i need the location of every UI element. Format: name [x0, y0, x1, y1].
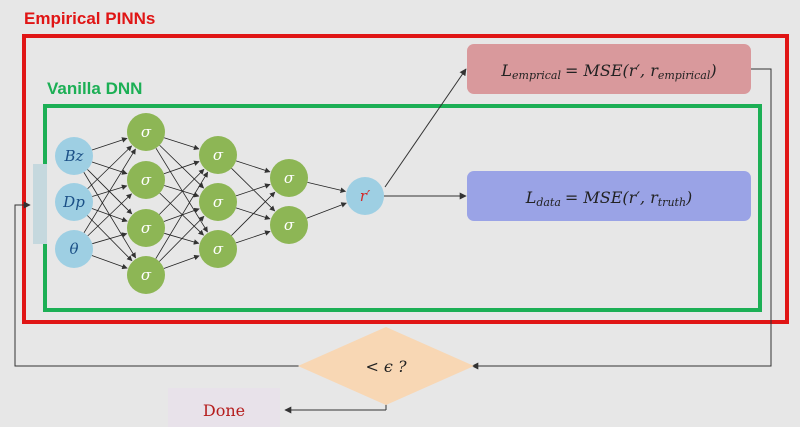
hidden-node-l3-1-circle: [270, 206, 308, 244]
connection-edge: [155, 147, 208, 233]
hidden-node-l2-1-label: σ: [213, 193, 224, 211]
connection-edge: [159, 144, 205, 189]
hidden-node-l1-2: σ: [127, 209, 165, 247]
hidden-node-l3-1-label: σ: [284, 216, 295, 234]
connection-edge: [163, 160, 200, 175]
connection-edge: [91, 137, 128, 151]
connection-edge: [87, 193, 132, 237]
hidden-node-l1-1-circle: [127, 161, 165, 199]
hidden-node-l2-0-label: σ: [213, 146, 224, 164]
connection-edge: [235, 230, 271, 244]
hidden-node-l3-0: σ: [270, 159, 308, 197]
hidden-node-l2-2-circle: [199, 230, 237, 268]
input-node-0: Bz: [55, 137, 93, 175]
decision-label: < ϵ ?: [365, 357, 407, 376]
hidden-node-l1-3-circle: [127, 256, 165, 294]
connection-edge: [235, 160, 271, 173]
hidden-node-l2-0: σ: [199, 136, 237, 174]
empirical-loss-formula: Lemprical= MSE(r′, rempirical): [500, 61, 716, 82]
input-side-bar: [33, 164, 47, 244]
connection-edge: [87, 145, 133, 190]
hidden-node-l3-0-label: σ: [284, 169, 295, 187]
hidden-node-l2-0-circle: [199, 136, 237, 174]
connection-edge: [306, 202, 347, 219]
connection-edge: [159, 215, 205, 262]
input-node-0-circle: [55, 137, 93, 175]
hidden-node-l2-1: σ: [199, 183, 237, 221]
hidden-node-l2-2-label: σ: [213, 240, 224, 258]
empirical-pinns-label: Empirical PINNs: [24, 9, 155, 28]
output-node-label: r′: [360, 187, 371, 205]
connection-edge: [163, 137, 200, 151]
feedback-to-input-line: [14, 201, 300, 367]
connection-edge: [91, 255, 128, 270]
done-box: Done: [168, 388, 280, 427]
network-connections: [83, 137, 347, 270]
input-node-2: θ: [55, 230, 93, 268]
connection-edge: [235, 207, 271, 220]
hidden-node-l1-2-label: σ: [141, 219, 152, 237]
hidden-node-l1-1: σ: [127, 161, 165, 199]
connection-edge: [159, 192, 204, 236]
hidden-node-l1-1-label: σ: [141, 171, 152, 189]
input-node-2-circle: [55, 230, 93, 268]
connection-edge: [235, 183, 271, 197]
done-label: Done: [203, 401, 245, 420]
input-node-2-label: θ: [69, 240, 78, 258]
hidden-node-l1-2-circle: [127, 209, 165, 247]
hidden-node-l1-0-label: σ: [141, 123, 152, 141]
loss-to-decision-line: [471, 68, 772, 370]
input-node-0-label: Bz: [64, 147, 84, 165]
empirical-loss-box: Lemprical= MSE(r′, rempirical): [467, 44, 751, 94]
data-loss-box: Ldata= MSE(r′, rtruth): [467, 171, 751, 221]
connection-edge: [87, 215, 133, 262]
connection-edge: [231, 168, 276, 212]
hidden-node-l3-1: σ: [270, 206, 308, 244]
arrow-to-empirical-loss: [384, 68, 467, 188]
connection-edge: [231, 191, 276, 236]
hidden-node-l1-3-label: σ: [141, 266, 152, 284]
connection-edge: [307, 181, 347, 193]
empirical-pinns-box: [22, 34, 789, 324]
output-node-circle: [346, 177, 384, 215]
output-node: r′: [346, 177, 384, 215]
hidden-node-l1-0: σ: [127, 113, 165, 151]
input-node-1-label: Dp: [62, 193, 85, 211]
input-node-1: Dp: [55, 183, 93, 221]
hidden-node-l2-1-circle: [199, 183, 237, 221]
hidden-node-l3-0-circle: [270, 159, 308, 197]
connection-edge: [159, 168, 205, 215]
data-loss-formula: Ldata= MSE(r′, rtruth): [525, 188, 693, 209]
connection-edge: [83, 148, 136, 234]
connection-edge: [164, 185, 200, 198]
connection-edge: [155, 171, 209, 259]
connection-edge: [92, 232, 128, 245]
hidden-node-l2-2: σ: [199, 230, 237, 268]
input-node-1-circle: [55, 183, 93, 221]
connection-edge: [163, 254, 200, 269]
vanilla-dnn-label: Vanilla DNN: [47, 79, 142, 98]
connection-edge: [164, 232, 200, 245]
hidden-node-l1-0-circle: [127, 113, 165, 151]
convergence-decision: < ϵ ?: [298, 327, 474, 405]
hidden-node-l1-3: σ: [127, 256, 165, 294]
